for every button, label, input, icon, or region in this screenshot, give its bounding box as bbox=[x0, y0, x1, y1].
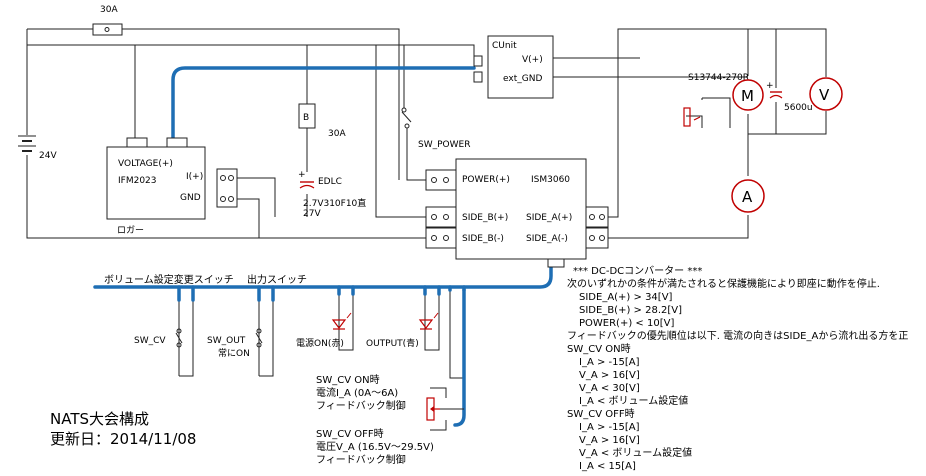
converter-notes: *** DC-DCコンバーター *** 次のいずれかの条件が満たされると保護機能… bbox=[567, 265, 908, 472]
voltmeter-symbol: V bbox=[819, 86, 830, 104]
cv-off-line1: 電圧V_A (16.5V～29.5V) bbox=[316, 441, 434, 453]
breaker-label: B bbox=[303, 113, 309, 123]
battery-24v: 24V bbox=[18, 135, 57, 161]
footer: NATS大会構成 更新日：2014/11/08 bbox=[50, 410, 196, 448]
battery-voltage: 24V bbox=[39, 151, 57, 161]
logger-port-i: I(+) bbox=[186, 172, 203, 182]
notes-on1: I_A > -15[A] bbox=[579, 357, 640, 368]
logger-ifm2023: VOLTAGE(+) IFM2023 I(+) GND ロガー bbox=[106, 137, 238, 236]
logger-voltage-port: VOLTAGE(+) bbox=[118, 159, 173, 169]
notes-c1: SIDE_A(+) > 34[V] bbox=[579, 292, 673, 303]
notes-off1: I_A > -15[A] bbox=[579, 422, 640, 433]
logger-caption: ロガー bbox=[117, 225, 144, 236]
ism3060-converter: ISM3060 POWER(+) SIDE_B(+) SIDE_B(-) SID… bbox=[425, 158, 609, 268]
cunit-title: CUnit bbox=[492, 41, 517, 51]
switch-panel: ボリューム設定変更スイッチ 出力スイッチ SW_CV SW_OUT 常にON 電… bbox=[104, 273, 464, 431]
logger-model: IFM2023 bbox=[118, 176, 157, 186]
sw-out-note: 常にON bbox=[218, 347, 250, 359]
notes-off2: V_A > 16[V] bbox=[579, 435, 640, 446]
notes-priority: フィードバックの優先順位は以下. 電流の向きはSIDE_Aから流れ出る方を正 bbox=[567, 329, 908, 342]
motor bbox=[732, 79, 764, 111]
svg-text:+: + bbox=[298, 170, 306, 180]
notes-c3: POWER(+) < 10[V] bbox=[579, 318, 674, 329]
footer-title: NATS大会構成 bbox=[50, 410, 149, 428]
notes-header: *** DC-DCコンバーター *** bbox=[573, 265, 702, 277]
fuse-rating: 30A bbox=[100, 5, 118, 15]
notes-off-title: SW_CV OFF時 bbox=[567, 408, 635, 420]
edlc-voltage: 27V bbox=[303, 209, 321, 219]
notes-on2: V_A > 16[V] bbox=[579, 370, 640, 381]
sw-out-label: SW_OUT bbox=[207, 336, 246, 346]
notes-off3: V_A < ボリューム設定値 bbox=[579, 446, 692, 459]
edlc-spec: 2.7V310F10直 bbox=[303, 197, 366, 209]
footer-updated: 更新日：2014/11/08 bbox=[50, 430, 196, 448]
output-led bbox=[418, 312, 439, 330]
breaker: B 30A bbox=[298, 103, 346, 139]
motor-group: S13744-270R M + 5600u V A bbox=[683, 73, 843, 213]
signal-bus bbox=[93, 66, 553, 427]
cv-on-line2: フィードバック制御 bbox=[316, 399, 406, 412]
motor-model: S13744-270R bbox=[688, 73, 749, 83]
notes-on4: I_A < ボリューム設定値 bbox=[579, 394, 688, 407]
cv-on-line1: 電流I_A (0A～6A) bbox=[316, 386, 398, 399]
cv-off-line2: フィードバック制御 bbox=[316, 453, 406, 466]
notes-on-title: SW_CV ON時 bbox=[567, 343, 631, 355]
breaker-rating: 30A bbox=[328, 129, 346, 139]
cv-on-title: SW_CV ON時 bbox=[316, 374, 380, 386]
svg-text:+: + bbox=[766, 81, 774, 91]
ism-model: ISM3060 bbox=[531, 175, 570, 185]
cv-off-title: SW_CV OFF時 bbox=[316, 428, 384, 440]
mode-description: SW_CV ON時 電流I_A (0A～6A) フィードバック制御 SW_CV … bbox=[316, 374, 434, 466]
ism-side-b-minus: SIDE_B(-) bbox=[462, 234, 504, 244]
output-led-label: OUTPUT(青) bbox=[366, 337, 419, 349]
fuse bbox=[92, 23, 123, 36]
ism-side-b-plus: SIDE_B(+) bbox=[462, 213, 508, 223]
sw-cv-label: SW_CV bbox=[134, 336, 166, 346]
edlc-name: EDLC bbox=[318, 177, 342, 187]
notes-off4: I_A < 15[A] bbox=[579, 461, 636, 472]
volume-switch-title: ボリューム設定変更スイッチ bbox=[104, 273, 234, 286]
cunit-port-v: V(+) bbox=[522, 55, 543, 65]
cunit-port-gnd: ext_GND bbox=[503, 74, 542, 84]
motor-symbol: M bbox=[741, 87, 754, 105]
ism-power: POWER(+) bbox=[462, 175, 510, 185]
notes-c2: SIDE_B(+) > 28.2[V] bbox=[579, 305, 682, 316]
volume-potentiometer bbox=[426, 387, 464, 431]
power-led-label: 電源ON(赤) bbox=[296, 338, 344, 349]
output-switch-title: 出力スイッチ bbox=[247, 273, 307, 286]
wires bbox=[26, 23, 827, 379]
ism-side-a-plus: SIDE_A(+) bbox=[526, 213, 572, 223]
ammeter-symbol: A bbox=[742, 188, 753, 206]
logger-port-gnd: GND bbox=[180, 193, 201, 203]
edlc-capacitor: + EDLC 2.7V310F10直 27V bbox=[298, 170, 366, 219]
sw-power-label: SW_POWER bbox=[418, 140, 470, 150]
notes-intro: 次のいずれかの条件が満たされると保護機能により即座に動作を停止. bbox=[567, 277, 880, 290]
ammeter bbox=[731, 179, 765, 213]
power-led bbox=[331, 312, 352, 330]
motor-cap: 5600u bbox=[784, 103, 813, 113]
cunit: CUnit V(+) ext_GND bbox=[473, 35, 554, 99]
ism-side-a-minus: SIDE_A(-) bbox=[526, 234, 568, 244]
switch-power: SW_POWER bbox=[401, 107, 470, 150]
notes-on3: V_A < 30[V] bbox=[579, 383, 640, 394]
voltmeter bbox=[809, 77, 843, 111]
